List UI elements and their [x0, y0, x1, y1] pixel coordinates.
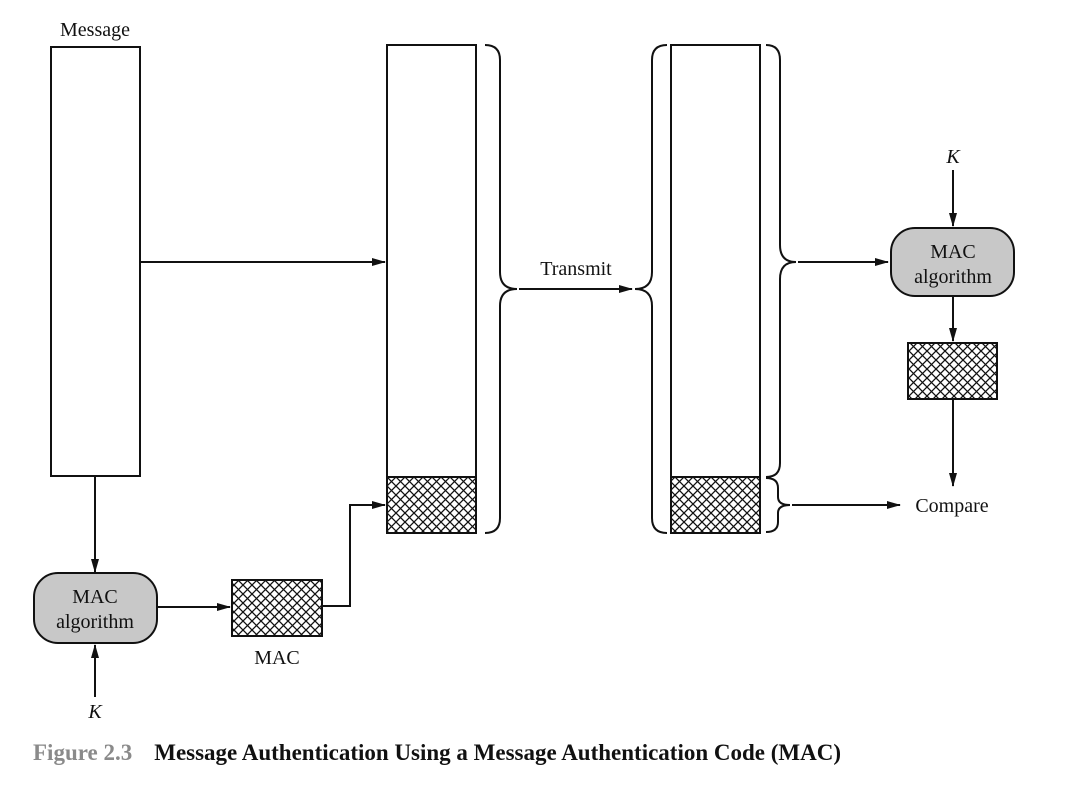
sender-frame-message-part — [386, 44, 477, 478]
mac-label: MAC — [254, 647, 300, 669]
figure-number: Figure 2.3 — [33, 740, 133, 765]
sender-frame-brace — [484, 44, 518, 534]
receiver-mac-brace — [765, 477, 791, 533]
transmit-label: Transmit — [540, 258, 612, 280]
message-label: Message — [60, 19, 130, 41]
receiver-message-brace — [765, 44, 797, 478]
mac-to-frame-arrow — [322, 501, 386, 607]
compare-label: Compare — [915, 495, 988, 517]
sender-mac-algorithm-line1: MAC — [72, 586, 118, 608]
receiver-computed-mac-block — [907, 342, 998, 400]
figure-title: Message Authentication Using a Message A… — [154, 740, 841, 765]
receiver-frame-mac-part — [670, 476, 761, 534]
receiver-mac-algorithm-line1: MAC — [930, 241, 976, 263]
sender-frame-mac-part — [386, 476, 477, 534]
receiver-frame-message-part — [670, 44, 761, 478]
receiver-key-label: K — [945, 146, 961, 168]
receiver-frame-left-brace — [634, 44, 668, 534]
receiver-mac-algorithm-line2: algorithm — [914, 266, 992, 288]
figure-caption: Figure 2.3 Message Authentication Using a… — [33, 740, 841, 766]
sender-mac-algorithm-line2: algorithm — [56, 611, 134, 633]
sender-mac-block — [231, 579, 323, 637]
sender-message-block — [50, 46, 141, 477]
sender-key-label: K — [87, 701, 103, 723]
